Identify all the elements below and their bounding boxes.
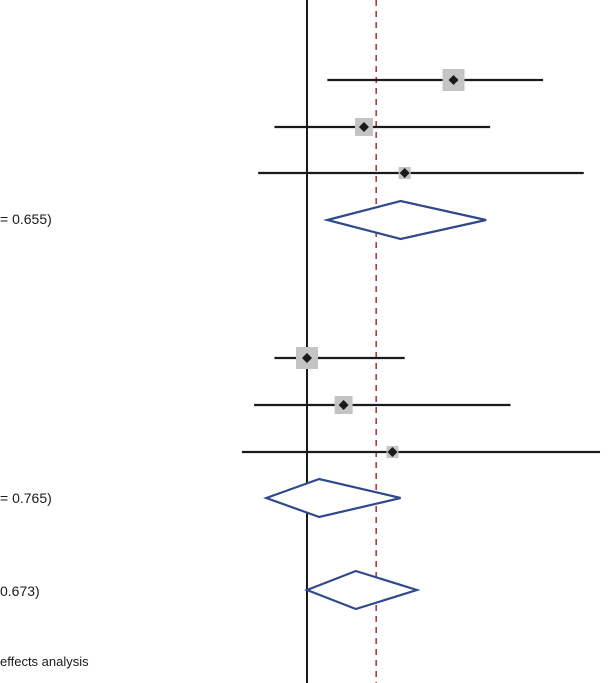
- study-point-estimate: [358, 122, 369, 132]
- subtotal-label: 0.673): [0, 583, 40, 599]
- subtotal-diamond: [263, 477, 401, 519]
- study-point-estimate: [387, 447, 398, 457]
- subtotal-diamond: [322, 199, 487, 241]
- study-point-estimate: [302, 353, 312, 363]
- subtotal-label: = 0.655): [0, 211, 52, 227]
- footnote: effects analysis: [0, 654, 89, 669]
- subtotal-label: = 0.765): [0, 490, 52, 506]
- subtotal-diamond: [303, 569, 421, 611]
- study-point-estimate: [399, 168, 410, 178]
- study-point-estimate: [338, 400, 349, 410]
- study-point-estimate: [448, 75, 459, 85]
